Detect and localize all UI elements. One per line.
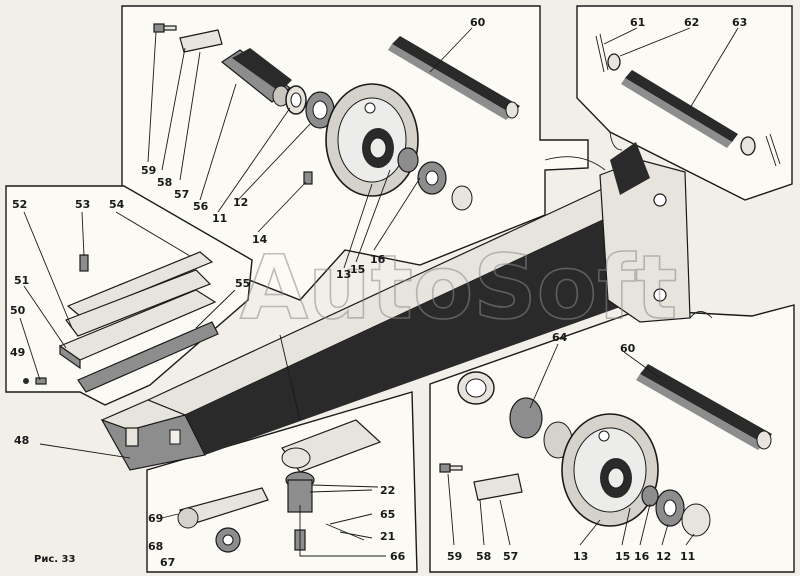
callout-64: 64 xyxy=(552,331,568,344)
callout-12-bottom: 12 xyxy=(656,550,671,563)
callout-13-bottom: 13 xyxy=(573,550,588,563)
main-frame-beam xyxy=(100,142,691,471)
callout-13-top: 13 xyxy=(336,268,351,281)
callout-50: 50 xyxy=(10,304,26,317)
part-wheel-13-top xyxy=(325,83,419,197)
part-plate-54 xyxy=(66,251,214,317)
figure-caption: Рис. 33 xyxy=(34,554,76,565)
callout-15-top: 15 xyxy=(350,263,365,276)
part-plate-52 xyxy=(65,269,212,337)
part-lever-69 xyxy=(177,487,269,529)
part-nut-68-67 xyxy=(215,527,241,553)
part-bearing-11-top xyxy=(305,91,335,129)
part-wheel-13-bottom xyxy=(561,413,659,527)
watermark-text: AutoSoft xyxy=(240,236,677,339)
part-hub-set-bottom xyxy=(641,485,711,537)
callout-60-bottom: 60 xyxy=(620,342,636,355)
callout-14: 14 xyxy=(252,233,268,246)
callout-55: 55 xyxy=(235,277,250,290)
callout-60-top: 60 xyxy=(470,16,486,29)
callout-66: 66 xyxy=(390,550,406,563)
part-bearing-ring-64 xyxy=(457,371,573,459)
part-axle-60-bottom xyxy=(636,364,772,450)
callout-61: 61 xyxy=(630,16,645,29)
callout-57-bottom: 57 xyxy=(503,550,518,563)
arrow-topright-to-frame xyxy=(609,131,623,151)
callout-16-top: 16 xyxy=(370,253,386,266)
part-slider-block-55 xyxy=(77,321,219,393)
callout-57-top: 57 xyxy=(174,188,189,201)
callout-62: 62 xyxy=(684,16,699,29)
part-pin-sleeve-22 xyxy=(285,471,379,513)
part-cotter-pin-61-right xyxy=(765,133,781,167)
part-arm-top xyxy=(281,419,382,473)
leader-lines xyxy=(19,27,739,557)
part-bracket-58-bottom xyxy=(473,473,523,501)
part-screw-53 xyxy=(79,254,89,272)
part-axle-60-top xyxy=(388,36,520,120)
part-hub-set-top xyxy=(397,147,473,211)
part-bushing-57 xyxy=(220,48,292,107)
callout-53: 53 xyxy=(75,198,90,211)
callout-48: 48 xyxy=(14,434,29,447)
callout-59-bottom: 59 xyxy=(447,550,462,563)
callout-69: 69 xyxy=(148,512,163,525)
arrow-frame-to-bottom xyxy=(689,311,713,319)
callout-58-bottom: 58 xyxy=(476,550,491,563)
callout-49: 49 xyxy=(10,346,25,359)
callout-16-bottom: 16 xyxy=(634,550,650,563)
callout-56: 56 xyxy=(193,200,209,213)
part-grease-fitting-14 xyxy=(303,171,313,185)
callout-11-bottom: 11 xyxy=(680,550,695,563)
callout-68: 68 xyxy=(148,540,163,553)
callout-22: 22 xyxy=(380,484,395,497)
callout-67: 67 xyxy=(160,556,175,569)
part-shim-51 xyxy=(58,289,217,370)
callout-21: 21 xyxy=(380,530,395,543)
callout-63: 63 xyxy=(732,16,747,29)
part-seal-ring-56 xyxy=(285,85,307,115)
part-bolts-49-50 xyxy=(23,377,47,385)
callout-12-top: 12 xyxy=(233,196,248,209)
part-bolt-59-top xyxy=(153,23,177,33)
part-washer-62-right xyxy=(740,136,756,156)
part-bracket-58-top xyxy=(179,29,223,53)
callout-52: 52 xyxy=(12,198,27,211)
part-axle-63 xyxy=(621,70,738,148)
part-washer-62-left xyxy=(607,53,621,71)
callout-59-top: 59 xyxy=(141,164,156,177)
callout-65: 65 xyxy=(380,508,395,521)
callout-51: 51 xyxy=(14,274,29,287)
callout-11-top: 11 xyxy=(212,212,227,225)
callout-58-top: 58 xyxy=(157,176,172,189)
arrow-top-to-frame xyxy=(544,156,606,171)
part-cotter-65 xyxy=(325,523,365,541)
callout-54: 54 xyxy=(109,198,125,211)
part-cotter-pin-61-left xyxy=(595,33,609,73)
callout-15-bottom: 15 xyxy=(615,550,630,563)
part-bolt-59-bottom xyxy=(439,463,463,473)
callout-labels: 60 59 58 57 56 11 12 14 13 15 16 61 62 6… xyxy=(10,16,747,569)
